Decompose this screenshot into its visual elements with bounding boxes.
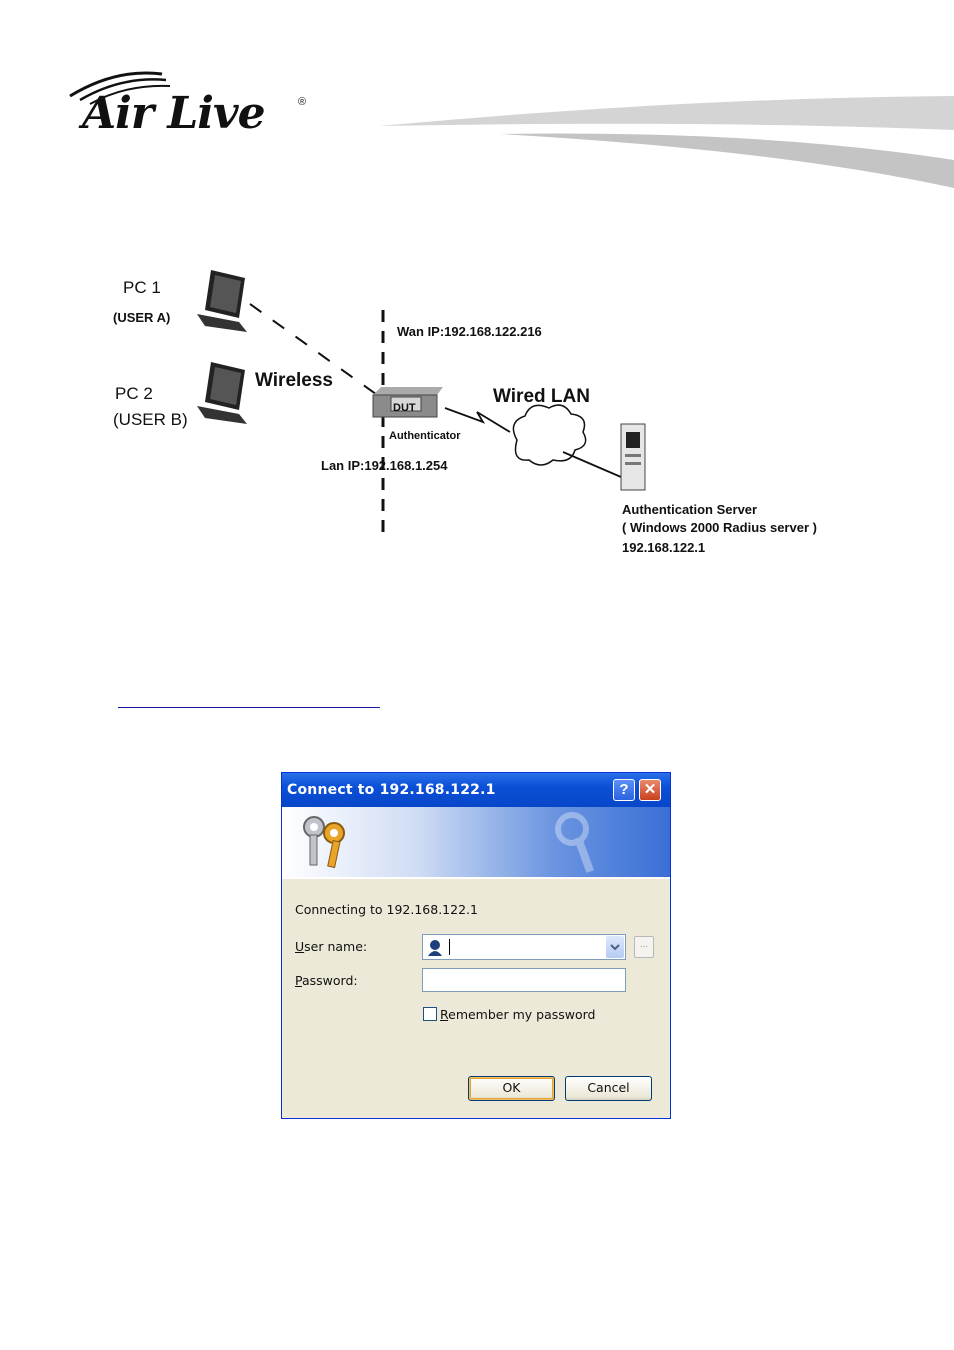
wireless-label: Wireless	[255, 370, 333, 392]
ok-button[interactable]: OK	[468, 1076, 555, 1101]
close-button[interactable]: ✕	[639, 779, 661, 801]
laptop-icon	[197, 362, 247, 424]
server-icon	[621, 424, 645, 490]
wan-ip-label: Wan IP:192.168.122.216	[397, 324, 542, 339]
registered-mark: ®	[298, 96, 306, 108]
banner-separator	[282, 877, 670, 879]
pc1-user-label: (USER A)	[113, 310, 170, 325]
laptop-icon	[197, 270, 247, 332]
help-button[interactable]: ?	[613, 779, 635, 801]
user-icon	[426, 938, 444, 956]
dialog-title: Connect to 192.168.122.1	[287, 782, 496, 798]
banner-keys-watermark-icon	[542, 809, 622, 875]
header-swoosh	[380, 90, 954, 200]
authenticator-label: Authenticator	[389, 430, 461, 442]
network-diagram: PC 1 (USER A) PC 2 (USER B) Wireless Wan…	[105, 262, 865, 572]
pc2-label: PC 2	[115, 384, 153, 404]
cloud-icon	[513, 405, 585, 465]
username-label: User name:	[295, 939, 367, 954]
dut-label: DUT	[393, 402, 416, 414]
lan-ip-label: Lan IP:192.168.1.254	[321, 458, 447, 473]
airlive-logo: Air Live ®	[66, 66, 316, 146]
server-subtitle-label: ( Windows 2000 Radius server )	[622, 520, 817, 535]
server-title-label: Authentication Server	[622, 502, 757, 517]
text-caret	[449, 939, 450, 955]
login-dialog: Connect to 192.168.122.1 ? ✕ Connecting …	[281, 772, 671, 1119]
remember-label-text: emember my password	[448, 1007, 595, 1022]
username-label-accesskey: U	[295, 939, 304, 954]
username-label-text: ser name:	[304, 939, 367, 954]
dialog-titlebar[interactable]: Connect to 192.168.122.1 ? ✕	[282, 773, 670, 807]
logo-text: Air Live	[82, 88, 265, 139]
pc2-user-label: (USER B)	[113, 410, 188, 430]
browse-button[interactable]: ...	[634, 936, 654, 958]
remember-accesskey: R	[440, 1007, 448, 1022]
server-ip-label: 192.168.122.1	[622, 540, 705, 555]
pc1-label: PC 1	[123, 278, 161, 298]
remember-password-checkbox[interactable]	[423, 1007, 437, 1021]
password-label-accesskey: P	[295, 973, 302, 988]
keys-icon	[296, 811, 356, 871]
cancel-button[interactable]: Cancel	[565, 1076, 652, 1101]
chevron-down-icon	[606, 936, 624, 958]
wired-lan-label: Wired LAN	[493, 386, 590, 408]
remember-password-label[interactable]: Remember my password	[440, 1007, 596, 1022]
password-label: Password:	[295, 973, 358, 988]
link-underline[interactable]	[118, 707, 380, 708]
dropdown-button[interactable]	[606, 936, 624, 958]
password-label-text: assword:	[302, 973, 358, 988]
connecting-text: Connecting to 192.168.122.1	[295, 902, 478, 917]
password-input[interactable]	[422, 968, 626, 992]
username-combobox[interactable]	[422, 934, 626, 960]
